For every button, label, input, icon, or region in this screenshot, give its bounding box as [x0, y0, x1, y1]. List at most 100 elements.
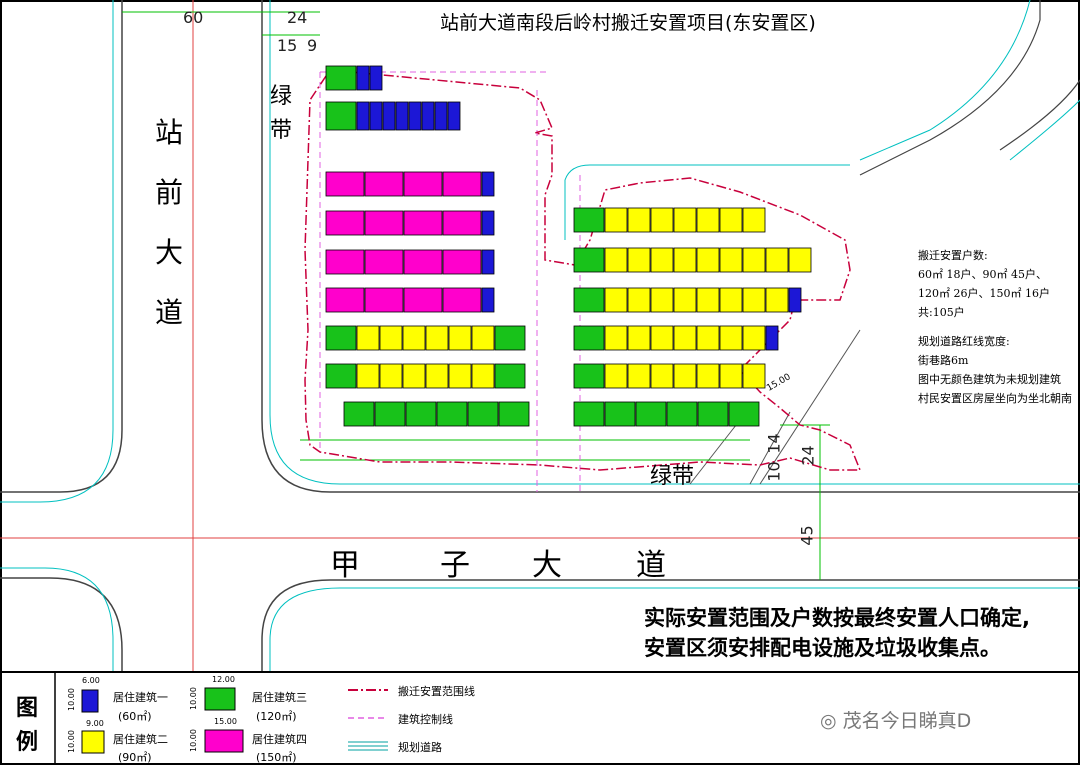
plot-120 — [436, 401, 468, 427]
plot-90 — [356, 325, 380, 351]
info-line2: 120㎡ 26户、150㎡ 16户 — [918, 287, 1050, 300]
info-line1: 60㎡ 18户、90㎡ 45户、 — [918, 268, 1047, 281]
legend-dim-w3: 12.00 — [212, 675, 235, 684]
plot-60 — [356, 65, 370, 91]
plot-90 — [696, 247, 720, 273]
plot-90 — [402, 363, 426, 389]
plot-120 — [573, 401, 605, 427]
plot-90 — [742, 287, 766, 313]
plot-90 — [650, 287, 674, 313]
footnote: 实际安置范围及户数按最终安置人口确定, 安置区须安排配电设施及垃圾收集点。 — [644, 606, 1030, 660]
dim-right-10: 10 — [764, 461, 784, 482]
plot-150 — [442, 210, 482, 236]
legend-dim-w4: 15.00 — [214, 717, 237, 726]
plot-120 — [573, 325, 605, 351]
plot-90 — [673, 287, 697, 313]
plot-150 — [442, 287, 482, 313]
plot-150 — [325, 287, 365, 313]
plot-90 — [742, 325, 766, 351]
south-road-char-2: 子 — [440, 548, 470, 583]
watermark: ◎ 茂名今日睇真D — [820, 710, 972, 732]
legend-dim-h2: 10.00 — [66, 730, 76, 753]
south-road-char-3: 大 — [532, 548, 562, 583]
plot-150 — [325, 249, 365, 275]
plot-60 — [434, 101, 448, 131]
plot-150 — [364, 287, 404, 313]
legend-item-2-name: 居住建筑二 — [113, 733, 168, 746]
plot-90 — [673, 325, 697, 351]
legend-title-1: 图 — [16, 696, 39, 721]
plot-90 — [425, 325, 449, 351]
info-line4: 街巷路6m — [918, 354, 969, 367]
plot-90 — [627, 325, 651, 351]
plot-60 — [395, 101, 409, 131]
plot-90 — [604, 325, 628, 351]
plot-120 — [573, 207, 605, 233]
plot-60 — [447, 101, 461, 131]
building-control-line — [319, 71, 581, 492]
plot-90 — [696, 207, 720, 233]
plot-150 — [403, 210, 443, 236]
plot-60 — [382, 101, 396, 131]
plot-120 — [374, 401, 406, 427]
legend-dim-w1: 6.00 — [82, 676, 100, 685]
plot-150 — [325, 210, 365, 236]
plot-120 — [573, 287, 605, 313]
plot-120 — [604, 401, 636, 427]
plot-90 — [425, 363, 449, 389]
plot-90 — [765, 247, 789, 273]
plot-90 — [673, 247, 697, 273]
legend-line-road: 规划道路 — [398, 741, 442, 754]
plot-90 — [379, 363, 403, 389]
plot-120 — [573, 247, 605, 273]
info-line5: 图中无颜色建筑为未规划建筑 — [918, 373, 1061, 386]
plot-150 — [364, 210, 404, 236]
plan-title: 站前大道南段后岭村搬迁安置项目(东安置区) — [440, 12, 816, 34]
wechat-icon: ◎ — [820, 710, 843, 732]
legend-dim-w2: 9.00 — [86, 719, 104, 728]
plot-90 — [448, 363, 472, 389]
plot-120 — [405, 401, 437, 427]
plot-90 — [627, 207, 651, 233]
south-road-char-4: 道 — [636, 548, 666, 583]
dim-road-60: 60 — [183, 8, 204, 27]
plot-120 — [498, 401, 530, 427]
plot-120 — [325, 101, 357, 131]
plot-90 — [356, 363, 380, 389]
relocation-boundary — [304, 69, 862, 471]
plot-60 — [765, 325, 779, 351]
plot-120 — [325, 325, 357, 351]
dim-9: 9 — [307, 36, 318, 55]
plot-90 — [604, 207, 628, 233]
plot-120 — [467, 401, 499, 427]
plot-150 — [442, 249, 482, 275]
plot-90 — [742, 207, 766, 233]
legend-item-1-name: 居住建筑一 — [113, 691, 168, 704]
plot-120 — [666, 401, 698, 427]
plot-60 — [408, 101, 422, 131]
plot-90 — [742, 363, 766, 389]
plot-90 — [402, 325, 426, 351]
plot-90 — [627, 287, 651, 313]
info-panel: 搬迁安置户数: 60㎡ 18户、90㎡ 45户、 120㎡ 26户、150㎡ 1… — [918, 246, 1072, 408]
info-heading2: 规划道路红线宽度: — [918, 335, 1010, 348]
plot-90 — [604, 247, 628, 273]
plot-150 — [325, 171, 365, 197]
plot-120 — [325, 363, 357, 389]
info-line6: 村民安置区房屋坐向为坐北朝南 — [918, 392, 1072, 405]
green-belt-west-2: 带 — [270, 118, 293, 143]
plot-60 — [481, 249, 495, 275]
plot-120 — [728, 401, 760, 427]
plot-90 — [719, 325, 743, 351]
plot-120 — [343, 401, 375, 427]
building-plots — [325, 65, 812, 427]
plot-60 — [481, 287, 495, 313]
plot-90 — [719, 363, 743, 389]
legend-line-boundary: 搬迁安置范围线 — [398, 685, 475, 698]
plot-60 — [369, 101, 383, 131]
legend-item-2-area: (90㎡) — [118, 751, 152, 764]
plot-90 — [673, 207, 697, 233]
plot-90 — [650, 325, 674, 351]
legend-item-3-name: 居住建筑三 — [252, 691, 307, 704]
